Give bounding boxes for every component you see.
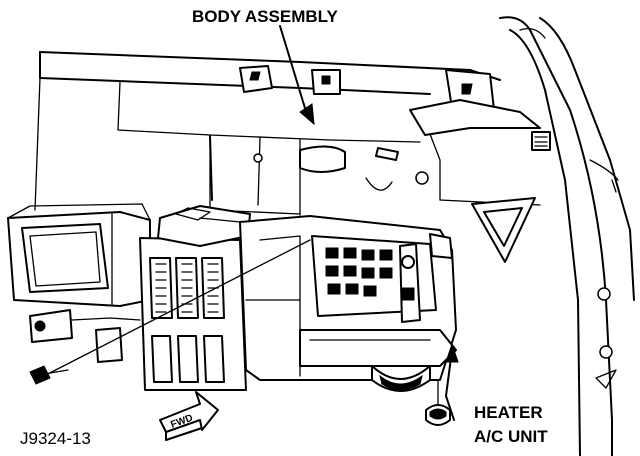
evaporator-fins (149, 257, 225, 383)
figure-id-label: J9324-13 (20, 429, 91, 448)
body-assembly-label: BODY ASSEMBLY (192, 7, 338, 26)
blower-grid (325, 247, 393, 297)
leader-lines (279, 25, 459, 421)
door-frame (499, 16, 635, 456)
heater-label-line2: A/C UNIT (474, 427, 548, 446)
heater-label-line1: HEATER (474, 403, 543, 422)
heater-ac-unit (7, 203, 457, 426)
fwd-arrow: FWD (159, 391, 219, 441)
